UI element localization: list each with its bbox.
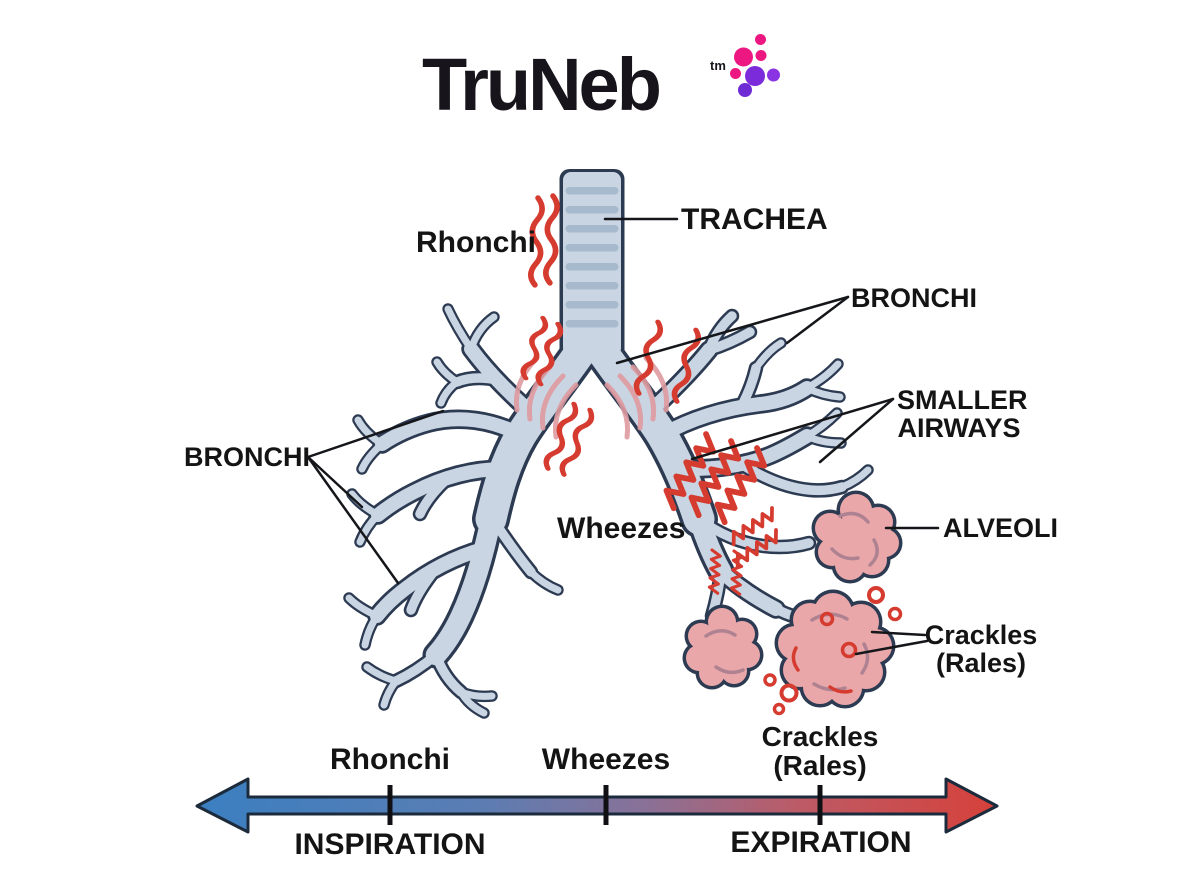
label-bronchi-left: BRONCHI	[184, 442, 310, 472]
leader-lines	[306, 217, 940, 656]
axis-label-wheezes: Wheezes	[541, 743, 671, 776]
alveoli-cluster-upper	[811, 490, 903, 584]
crackle-bubbles	[763, 586, 903, 716]
axis-label-rhonchi: Rhonchi	[330, 743, 450, 776]
logo-wordmark: TruNeb	[422, 43, 662, 126]
spectrum-arrow	[195, 777, 999, 834]
tick-crackles	[817, 785, 823, 825]
alveoli-cluster-crackles	[774, 589, 896, 709]
label-crackles-diagram: Crackles (Rales)	[924, 620, 1038, 679]
label-rhonchi: Rhonchi	[416, 226, 536, 259]
tick-wheezes	[603, 785, 609, 825]
label-wheezes: Wheezes	[557, 512, 686, 545]
label-smaller-airways: SMALLER AIRWAYS	[897, 385, 1028, 444]
label-trachea: TRACHEA	[681, 203, 828, 236]
label-alveoli: ALVEOLI	[943, 513, 1059, 543]
axis-label-expiration: EXPIRATION	[730, 826, 912, 859]
logo: TruNeb tm	[422, 48, 726, 122]
trachea-tube	[565, 187, 619, 328]
label-bronchi-right: BRONCHI	[851, 283, 977, 313]
logo-dots-icon	[730, 34, 780, 97]
alveoli-cluster-lower-left	[682, 604, 764, 690]
axis-label-inspiration: INSPIRATION	[294, 828, 486, 861]
axis-label-crackles: Crackles (Rales)	[761, 721, 879, 782]
tick-rhonchi	[387, 785, 393, 825]
logo-trademark: tm	[710, 58, 726, 73]
